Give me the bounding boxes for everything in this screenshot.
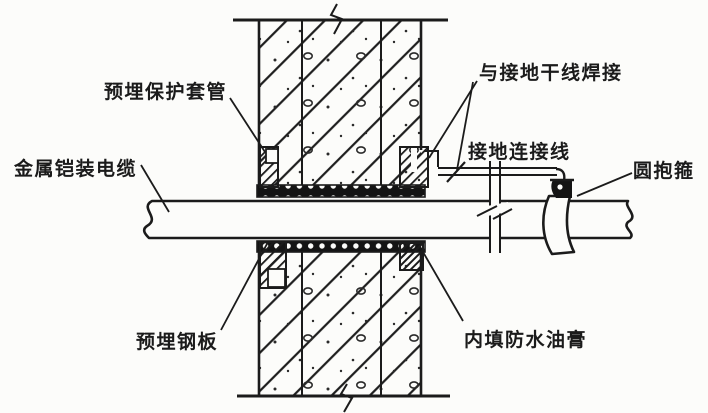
label-round-clamp: 圆抱箍 xyxy=(633,161,695,182)
embedded-angle-top-right xyxy=(399,146,429,188)
break-gap xyxy=(482,202,508,217)
label-embedded-protective-sleeve: 预埋保护套管 xyxy=(104,82,228,103)
ground-connection-wire-run xyxy=(424,150,566,183)
weld-mark xyxy=(446,161,466,183)
leader-plate xyxy=(220,241,269,331)
embedded-angle-bottom-left xyxy=(259,241,287,289)
leader-lines xyxy=(140,80,633,331)
lower-wall-section xyxy=(237,252,450,413)
break-mark-top xyxy=(329,3,344,35)
leader-cable xyxy=(140,164,170,213)
leader-clamp xyxy=(576,172,633,197)
leader-weld-1 xyxy=(428,80,478,159)
protective-sleeve-top-bar xyxy=(256,184,426,198)
clamp-band xyxy=(542,194,576,256)
break-tick xyxy=(476,205,498,217)
break-mark-bottom xyxy=(339,383,354,413)
leader-sleeve xyxy=(229,97,266,153)
label-embedded-steel-plate: 预埋钢板 xyxy=(136,332,219,353)
leader-weld-2 xyxy=(456,81,474,171)
ground-conductor-vertical xyxy=(476,161,513,253)
embedded-steel-plate-bar xyxy=(256,240,426,253)
upper-wall-section xyxy=(233,3,448,186)
label-ground-connection-wire: 接地连接线 xyxy=(468,142,571,163)
embedded-angle-top-left xyxy=(259,146,279,188)
label-weld-to-ground-trunk: 与接地干线焊接 xyxy=(479,63,623,84)
round-clamp xyxy=(542,178,576,256)
label-metal-armored-cable: 金属铠装电缆 xyxy=(14,159,138,180)
label-waterproof-sealant-fill: 内填防水油膏 xyxy=(464,330,588,351)
embedded-angle-bottom-right xyxy=(399,242,424,271)
break-tick xyxy=(492,208,513,220)
leader-sealant xyxy=(422,251,464,322)
